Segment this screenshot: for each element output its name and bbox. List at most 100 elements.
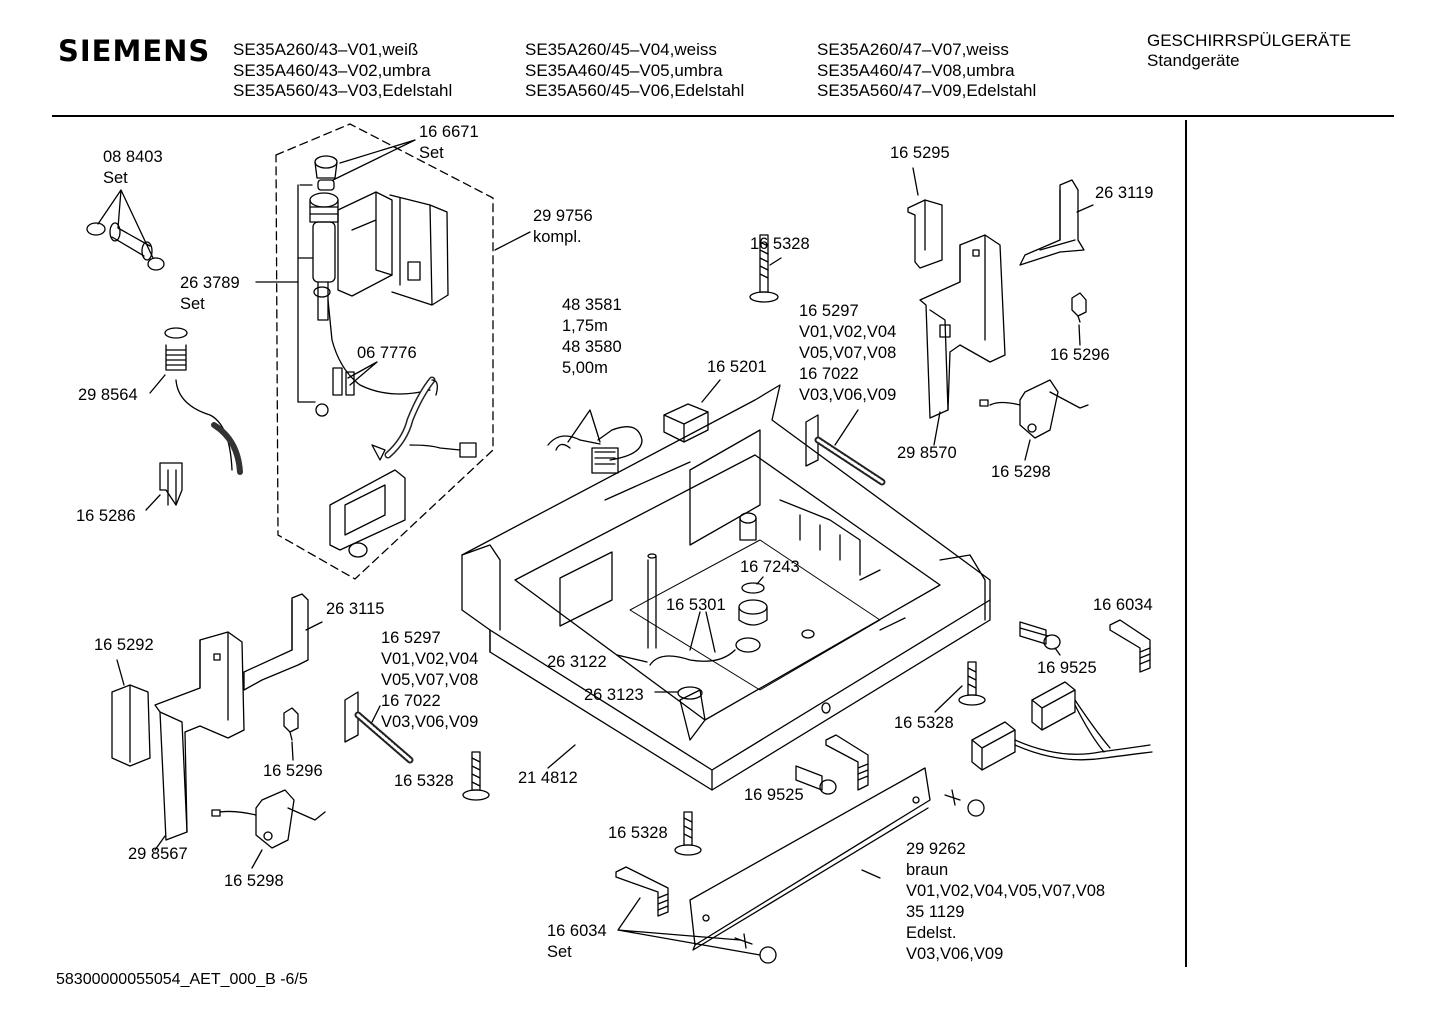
part-label-263122: 26 3122 xyxy=(547,653,607,671)
leader xyxy=(689,611,716,653)
model-column-2: SE35A260/45–V04,weiss SE35A460/45–V05,um… xyxy=(525,40,744,102)
model-column-3: SE35A260/47–V07,weiss SE35A460/47–V08,um… xyxy=(817,40,1036,102)
part-label-165298-top: 16 5298 xyxy=(991,463,1051,481)
part-label-165301: 16 5301 xyxy=(666,596,726,614)
part-label-165328-right: 16 5328 xyxy=(894,714,954,732)
connector-166034-top xyxy=(1109,619,1151,673)
model-line: SE35A260/43–V01,weiß xyxy=(233,40,419,59)
part-label-166034-top: 16 6034 xyxy=(1093,596,1153,614)
leader xyxy=(616,654,648,663)
connector-166034-middle xyxy=(825,734,869,791)
part-label-298567: 29 8567 xyxy=(128,845,188,863)
bracket-165292 xyxy=(111,684,151,767)
leader xyxy=(1076,204,1094,213)
part-label-214812: 21 4812 xyxy=(518,769,578,787)
hose-plug xyxy=(459,442,477,458)
clip-165296-top xyxy=(1071,292,1087,323)
latch-bracket-298567 xyxy=(154,631,245,841)
disc-263123 xyxy=(677,686,703,700)
part-label-165328-left: 16 5328 xyxy=(394,772,454,790)
model-line: SE35A460/47–V08,umbra xyxy=(817,60,1015,80)
leader xyxy=(116,659,125,686)
bracket-263115 xyxy=(243,593,309,691)
part-label-067776: 06 7776 xyxy=(357,344,417,362)
part-label-165201: 16 5201 xyxy=(707,358,767,376)
screw-165328-top xyxy=(749,234,779,303)
switch-165298-top xyxy=(979,379,1089,439)
leader xyxy=(834,409,859,446)
part-label-169525-bottom: 16 9525 xyxy=(744,786,804,804)
hose-wire xyxy=(327,299,431,395)
leader xyxy=(756,576,764,585)
part-label-165295: 16 5295 xyxy=(890,144,950,162)
part-label-167243: 16 7243 xyxy=(740,558,800,576)
leader xyxy=(1078,324,1081,346)
part-label-165296-top: 16 5296 xyxy=(1050,346,1110,364)
leader xyxy=(149,374,166,394)
leader xyxy=(1024,439,1031,461)
part-label-165286: 16 5286 xyxy=(76,507,136,525)
leader xyxy=(305,621,323,631)
leader xyxy=(154,835,166,851)
leader xyxy=(861,869,881,879)
part-label-298570: 29 8570 xyxy=(897,444,957,462)
clip-165286 xyxy=(159,462,183,506)
connector-block xyxy=(663,403,709,443)
part-label-165292: 16 5292 xyxy=(94,636,154,654)
drain-hose xyxy=(164,327,243,475)
plinth-panel xyxy=(689,767,931,951)
screw-165328-left xyxy=(462,751,490,801)
model-line: SE35A260/47–V07,weiss xyxy=(817,40,1009,59)
header-divider xyxy=(52,115,1394,117)
model-line: SE35A260/45–V04,weiss xyxy=(525,40,717,59)
part-label-165328-top: 16 5328 xyxy=(750,235,810,253)
screw-165328-right xyxy=(958,661,986,706)
leader xyxy=(494,231,531,251)
part-label-165296-bottom: 16 5296 xyxy=(263,762,323,780)
screw-cap-left xyxy=(734,933,777,964)
part-label-165298-bottom: 16 5298 xyxy=(224,872,284,890)
assembly-group-outline xyxy=(275,123,494,580)
model-line: SE35A460/45–V05,umbra xyxy=(525,60,723,80)
leader xyxy=(567,409,601,443)
screw-165328-bottom xyxy=(674,811,702,856)
leader xyxy=(933,411,941,446)
wire-263122 xyxy=(649,649,736,666)
leader xyxy=(297,184,316,403)
category-title: GESCHIRRSPÜLGERÄTE xyxy=(1147,31,1352,50)
latch-bracket-298570 xyxy=(919,234,1006,419)
leader xyxy=(347,361,378,386)
bolt-169525-bottom xyxy=(795,765,837,795)
document-id: 58300000055054_AET_000_B -6/5 xyxy=(56,971,308,988)
hose-clamp-set xyxy=(86,222,165,271)
model-line: SE35A560/47–V09,Edelstahl xyxy=(817,81,1037,100)
bolt-169525-top xyxy=(1019,621,1061,650)
model-line: SE35A560/45–V06,Edelstahl xyxy=(525,81,745,100)
leader xyxy=(291,741,294,761)
leader xyxy=(934,685,963,713)
spring-165297-bottom xyxy=(344,691,414,764)
leader xyxy=(769,257,782,266)
leader xyxy=(97,189,154,259)
cable-set xyxy=(547,426,643,474)
base-tray xyxy=(461,384,991,791)
model-column-1: SE35A260/43–V01,weiß SE35A460/43–V02,umb… xyxy=(233,40,452,102)
wire-harness-connectors xyxy=(971,681,1153,771)
screw-cap-right xyxy=(944,789,985,817)
part-label-298564: 29 8564 xyxy=(78,386,138,404)
part-label-165328-bottom: 16 5328 xyxy=(608,824,668,842)
side-divider xyxy=(1185,120,1187,967)
water-inlet-assembly xyxy=(309,155,449,321)
siemens-logo: SIEMENS xyxy=(58,34,211,68)
switch-165298-bottom xyxy=(211,789,326,849)
control-board xyxy=(329,469,406,558)
part-label-263115: 26 3115 xyxy=(326,600,384,618)
